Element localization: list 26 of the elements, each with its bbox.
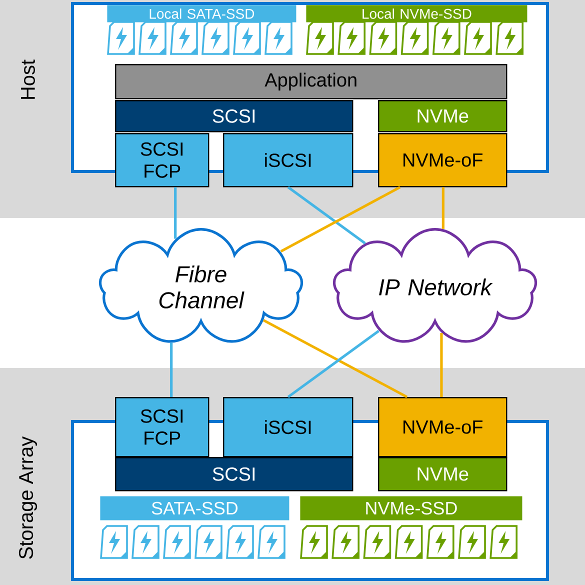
protocol-box: SCSI FCP xyxy=(115,133,210,188)
protocol-box: NVMe-oF xyxy=(378,133,508,188)
node-label: Storage Array xyxy=(18,436,38,559)
drive-group-banner: Local NVMe-SSD xyxy=(306,5,528,22)
layer-box: Application xyxy=(115,64,508,100)
node-label: Host xyxy=(21,60,35,99)
connector-line xyxy=(170,342,173,397)
protocol-box: NVMe-oF xyxy=(378,397,508,458)
protocol-box: SCSI FCP xyxy=(115,397,210,458)
connector-line xyxy=(280,186,401,253)
drive-group-banner: SATA-SSD xyxy=(100,496,290,520)
connector-line xyxy=(174,187,177,239)
connector-line xyxy=(287,330,380,398)
drive-group-banner: Local SATA-SSD xyxy=(107,5,296,22)
protocol-box: iSCSI xyxy=(223,133,354,188)
connector-line xyxy=(287,186,366,244)
connector-line xyxy=(262,319,408,398)
layer-box: SCSI xyxy=(115,100,354,132)
network-cloud: IP Network xyxy=(332,228,538,343)
network-cloud: Fibre Channel xyxy=(98,228,304,343)
drive-group-banner: NVMe-SSD xyxy=(300,496,522,520)
layer-box: SCSI xyxy=(115,457,354,492)
layer-box: NVMe xyxy=(378,100,508,132)
layer-box: NVMe xyxy=(378,457,508,492)
protocol-box: iSCSI xyxy=(223,397,354,458)
connector-line xyxy=(442,187,444,229)
